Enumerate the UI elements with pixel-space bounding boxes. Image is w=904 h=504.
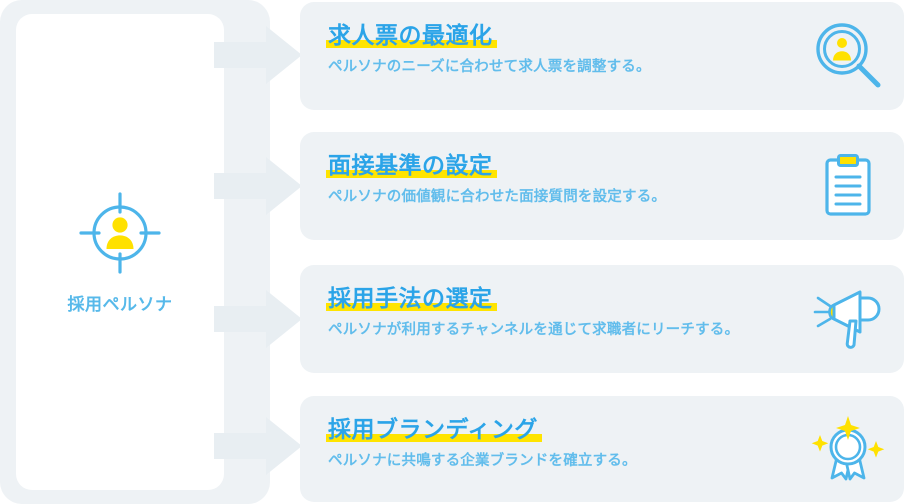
magnifier-person-icon [810, 18, 886, 94]
target-person-icon [77, 190, 163, 276]
persona-panel: 採用ペルソナ [16, 14, 224, 490]
step-card-1-text: 求人票の最適化 ペルソナのニーズに合わせて求人票を調整する。 [326, 22, 794, 77]
step-card-3[interactable]: 採用手法の選定 ペルソナが利用するチャンネルを通じて求職者にリーチする。 [300, 265, 904, 373]
persona-label: 採用ペルソナ [67, 294, 173, 314]
arrow-to-step-1 [214, 24, 304, 86]
step-card-4[interactable]: 採用ブランディング ペルソナに共鳴する企業ブランドを確立する。 [300, 396, 904, 502]
step-card-4-description: ペルソナに共鳴する企業ブランドを確立する。 [328, 453, 637, 470]
step-card-1-title: 求人票の最適化 [326, 22, 496, 49]
clipboard-icon [810, 148, 886, 224]
megaphone-icon [810, 281, 886, 357]
step-card-3-text: 採用手法の選定 ペルソナが利用するチャンネルを通じて求職者にリーチする。 [326, 285, 794, 340]
arrow-group [214, 0, 304, 504]
step-card-3-description: ペルソナが利用するチャンネルを通じて求職者にリーチする。 [328, 322, 740, 339]
arrow-to-step-3 [214, 288, 304, 350]
step-card-2-description: ペルソナの価値観に合わせた面接質問を設定する。 [328, 189, 667, 206]
step-card-list: 求人票の最適化 ペルソナのニーズに合わせて求人票を調整する。 面接基準の設定 ペ… [300, 0, 904, 504]
step-card-2[interactable]: 面接基準の設定 ペルソナの価値観に合わせた面接質問を設定する。 [300, 132, 904, 240]
step-card-3-title: 採用手法の選定 [326, 285, 496, 312]
step-card-1[interactable]: 求人票の最適化 ペルソナのニーズに合わせて求人票を調整する。 [300, 2, 904, 110]
step-card-4-text: 採用ブランディング ペルソナに共鳴する企業ブランドを確立する。 [326, 416, 794, 471]
step-card-2-title: 面接基準の設定 [326, 152, 496, 179]
step-card-4-title: 採用ブランディング [326, 416, 542, 443]
step-card-2-text: 面接基準の設定 ペルソナの価値観に合わせた面接質問を設定する。 [326, 152, 794, 207]
award-sparkle-icon [810, 411, 886, 487]
arrow-to-step-4 [214, 415, 304, 477]
step-card-1-description: ペルソナのニーズに合わせて求人票を調整する。 [328, 59, 651, 76]
arrow-to-step-2 [214, 155, 304, 217]
